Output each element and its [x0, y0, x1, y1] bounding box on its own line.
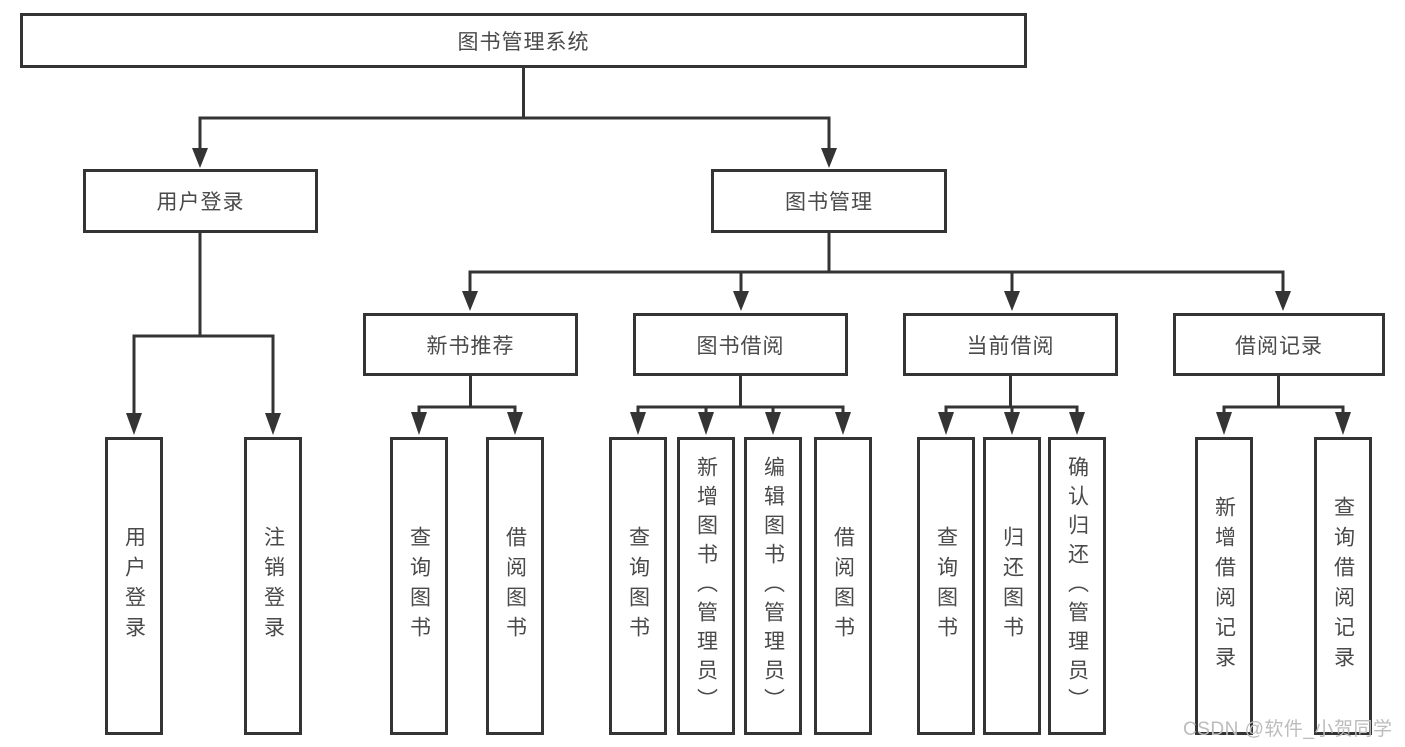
- node-current-borrow: 当前借阅: [903, 313, 1118, 376]
- node-book-borrow: 图书借阅: [633, 313, 848, 376]
- leaf-confirm-return-admin: 确认归还（管理员）: [1048, 437, 1106, 735]
- leaf-return-book: 归还图书: [983, 437, 1041, 735]
- leaf-query-book-borrow: 查询图书: [609, 437, 667, 735]
- leaf-query-book-current: 查询图书: [917, 437, 975, 735]
- leaf-add-book-admin: 新增图书（管理员）: [677, 437, 735, 735]
- node-new-book-recommend: 新书推荐: [363, 313, 578, 376]
- node-borrow-records: 借阅记录: [1173, 313, 1385, 376]
- node-root: 图书管理系统: [20, 13, 1027, 68]
- leaf-query-book-recommend: 查询图书: [390, 437, 448, 735]
- leaf-borrow-book-recommend: 借阅图书: [486, 437, 544, 735]
- leaf-query-borrow-record: 查询借阅记录: [1314, 437, 1372, 735]
- node-user-login: 用户登录: [83, 169, 318, 233]
- node-book-management: 图书管理: [711, 169, 947, 233]
- leaf-add-borrow-record: 新增借阅记录: [1195, 437, 1253, 735]
- watermark: CSDN @软件_小贺同学: [1183, 719, 1393, 740]
- leaf-borrow-book: 借阅图书: [814, 437, 872, 735]
- leaf-logout: 注销登录: [244, 437, 302, 735]
- leaf-user-login: 用户登录: [105, 437, 163, 735]
- leaf-edit-book-admin: 编辑图书（管理员）: [744, 437, 802, 735]
